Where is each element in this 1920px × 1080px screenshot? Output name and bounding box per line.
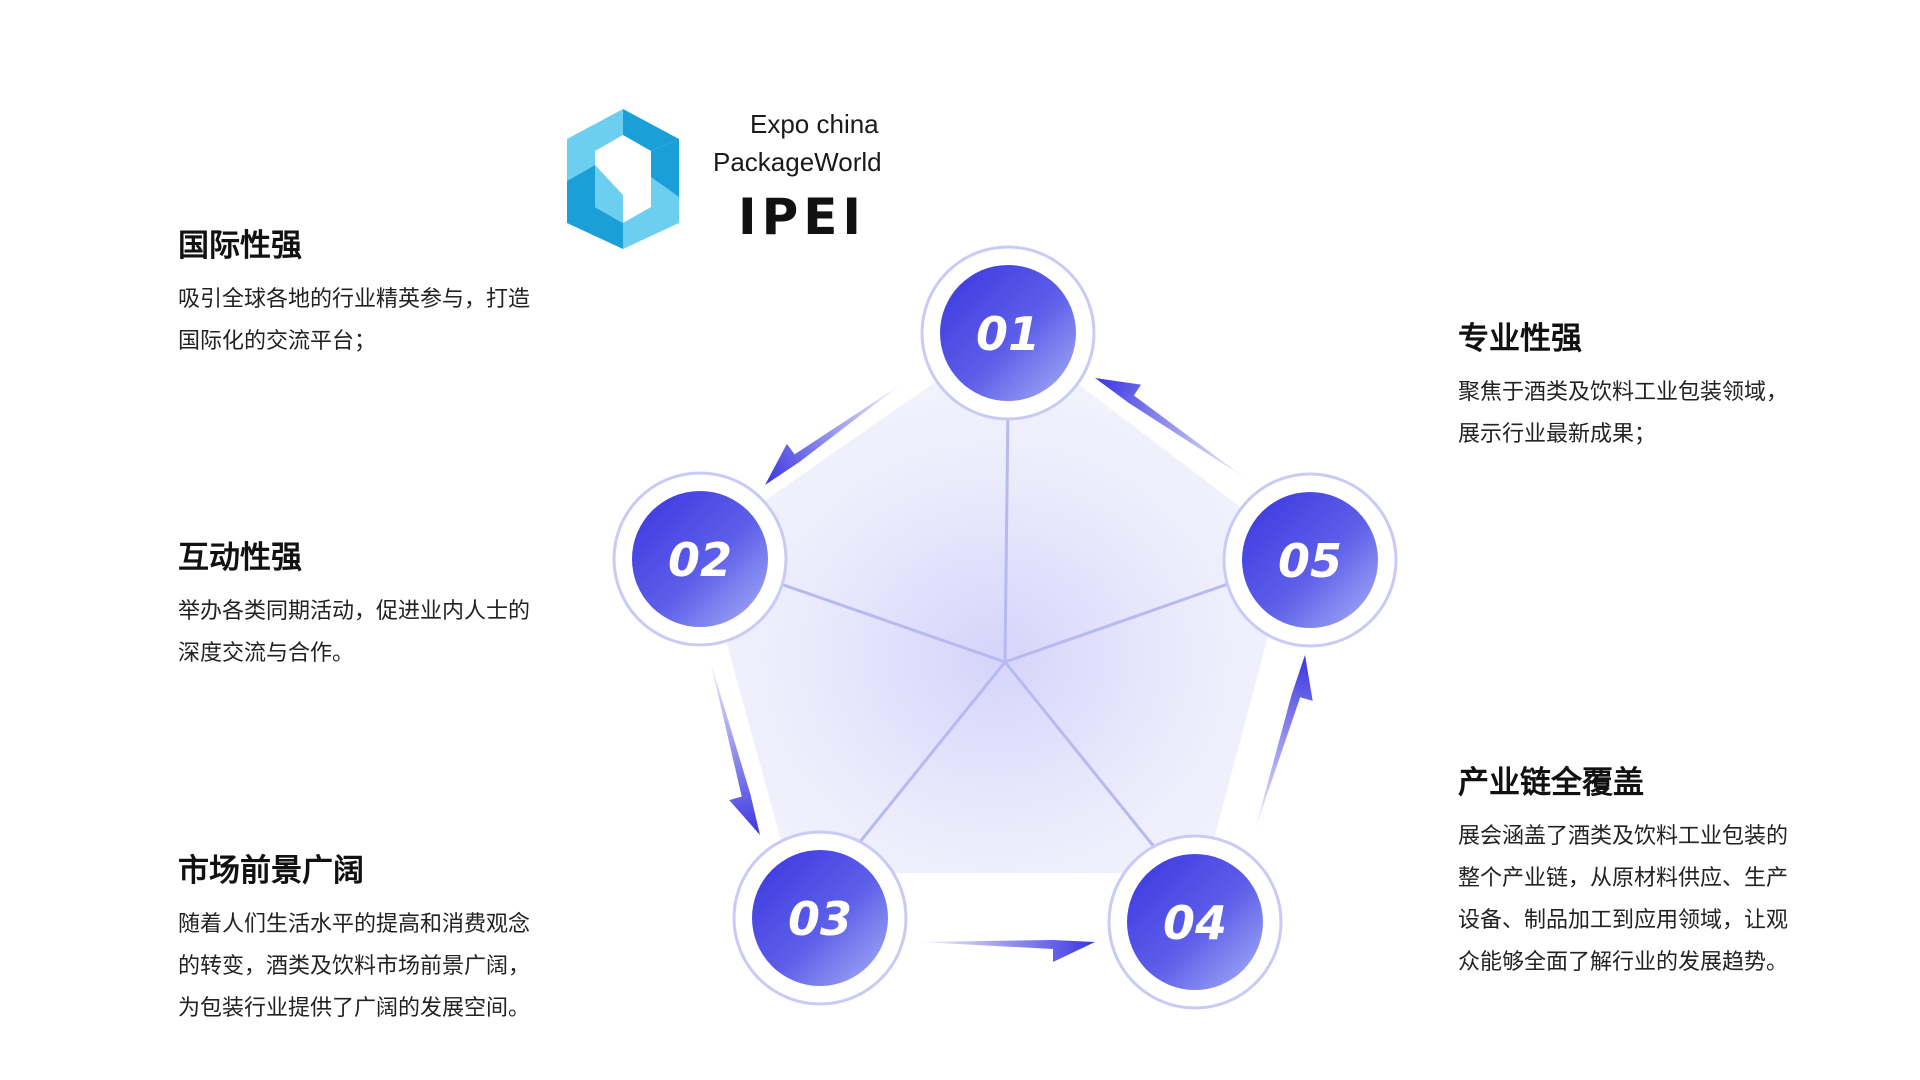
feature-international: 国际性强 吸引全球各地的行业精英参与，打造国际化的交流平台； xyxy=(178,225,538,363)
cycle-arrows xyxy=(710,378,1313,962)
logo-mark: IPEI xyxy=(738,188,867,246)
feature-title: 专业性强 xyxy=(1458,321,1582,357)
node-label: 05 xyxy=(1278,534,1342,588)
node-label: 02 xyxy=(668,533,732,587)
logo-facet-inner-left xyxy=(595,165,623,223)
node-label: 03 xyxy=(788,892,852,946)
logo-facet-top-right xyxy=(623,109,679,151)
cycle-arrow-1 xyxy=(1095,378,1245,478)
node-disc xyxy=(632,491,768,627)
node-label: 04 xyxy=(1163,896,1227,950)
cycle-arrow-3 xyxy=(710,660,760,835)
feature-desc: 聚焦于酒类及饮料工业包装领域，展示行业最新成果； xyxy=(1458,380,1789,447)
feature-desc: 展会涵盖了酒类及饮料工业包装的整个产业链，从原材料供应、生产设备、制品加工到应用… xyxy=(1458,824,1789,975)
feature-industry-chain: 产业链全覆盖 展会涵盖了酒类及饮料工业包装的整个产业链，从原材料供应、生产设备、… xyxy=(1458,762,1808,984)
spoke-1 xyxy=(1003,404,1010,663)
cycle-arrow-2 xyxy=(765,385,900,485)
node-01: 01 xyxy=(920,245,1096,421)
feature-title: 国际性强 xyxy=(178,228,302,264)
node-03: 03 xyxy=(732,830,908,1006)
nodes: 01 02 03 04 05 xyxy=(612,245,1398,1010)
node-disc xyxy=(1127,854,1263,990)
node-disc xyxy=(940,265,1076,401)
spokes xyxy=(774,404,1246,849)
spoke-4 xyxy=(1003,661,1157,849)
feature-desc: 随着人们生活水平的提高和消费观念的转变，酒类及饮料市场前景广阔，为包装行业提供了… xyxy=(178,912,531,1021)
cycle-arrow-5 xyxy=(1255,655,1313,830)
node-05: 05 xyxy=(1222,472,1398,648)
pentagon-background xyxy=(700,331,1292,873)
node-disc xyxy=(1242,492,1378,628)
logo-facet-top-left xyxy=(567,109,623,181)
feature-professional: 专业性强 聚焦于酒类及饮料工业包装领域，展示行业最新成果； xyxy=(1458,318,1803,456)
node-disc xyxy=(752,850,888,986)
feature-title: 互动性强 xyxy=(178,540,302,576)
node-02: 02 xyxy=(612,471,788,647)
node-label: 01 xyxy=(976,307,1040,361)
feature-title: 产业链全覆盖 xyxy=(1458,765,1644,801)
spoke-3 xyxy=(853,661,1007,849)
logo-line-1: Expo china xyxy=(750,109,879,139)
spoke-5 xyxy=(1004,576,1246,664)
hexagon-cube-logo-icon xyxy=(567,109,679,249)
expo-logo: Expo china PackageWorld IPEI xyxy=(555,105,900,255)
feature-market: 市场前景广阔 随着人们生活水平的提高和消费观念的转变，酒类及饮料市场前景广阔，为… xyxy=(178,850,538,1030)
spoke-2 xyxy=(774,580,1006,664)
feature-interactive: 互动性强 举办各类同期活动，促进业内人士的深度交流与合作。 xyxy=(178,537,538,675)
node-04: 04 xyxy=(1107,834,1283,1010)
logo-line-2: PackageWorld xyxy=(713,147,882,177)
feature-title: 市场前景广阔 xyxy=(178,853,364,889)
logo-facet-bottom-right xyxy=(623,177,679,249)
feature-desc: 举办各类同期活动，促进业内人士的深度交流与合作。 xyxy=(178,599,531,666)
feature-desc: 吸引全球各地的行业精英参与，打造国际化的交流平台； xyxy=(178,287,531,354)
cycle-arrow-4 xyxy=(920,940,1095,962)
